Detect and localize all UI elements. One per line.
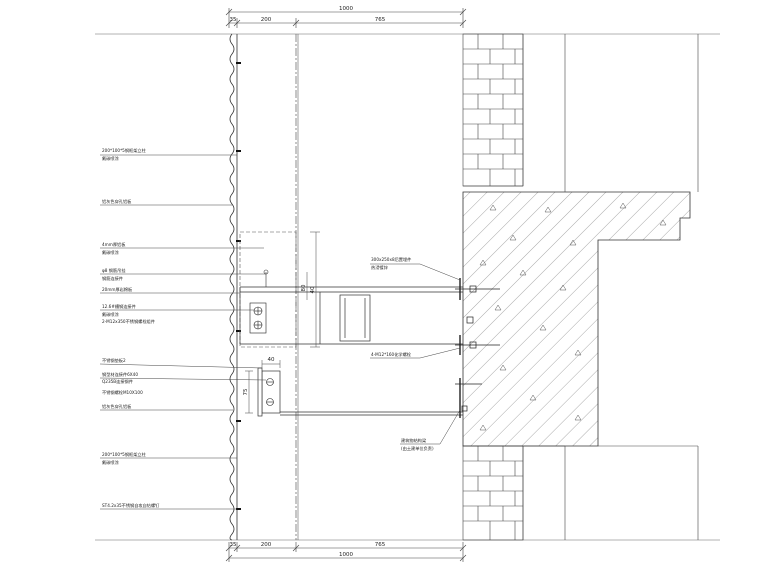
label-chemical-bolts: 4-M12*160化学螺栓: [371, 351, 412, 358]
label-channel-bolts: 2-M12x350不锈钢螺栓组件: [102, 318, 155, 325]
bottom-dim-total: 1000: [339, 552, 353, 558]
perforated-panel: [229, 33, 235, 541]
top-dimension-chain: [225, 8, 467, 28]
bracket-dims: [245, 360, 281, 414]
label-screws: ST4.2x35不锈钢自攻自钻螺钉: [102, 502, 160, 509]
label-bracket-steel: Q235B连接钢件: [102, 378, 133, 385]
label-column-bottom: 200*100*5钢框架立柱: [102, 451, 147, 458]
top-dim-span: 765: [375, 17, 386, 23]
bracket-height: 75: [243, 388, 249, 395]
panel-screws: [236, 62, 241, 510]
label-embed-plate: 300x250x8后置埋件: [371, 256, 411, 263]
label-column-top-finish: 氟碳喷涂: [102, 155, 120, 162]
top-dim-total: 1000: [339, 6, 353, 12]
label-column-bottom-finish: 氟碳喷涂: [102, 459, 120, 466]
left-leaders: [99, 154, 267, 510]
concrete-aggregate: [479, 202, 667, 431]
label-structure-note: (由土建单位负责): [401, 445, 434, 452]
aluminium-panel-outline: [239, 231, 297, 348]
label-bracket: 钢型材连接件6X40: [102, 371, 138, 378]
top-dim-frame: 200: [261, 17, 272, 23]
embed-plate-lower: [455, 378, 482, 418]
label-hanger-connector: 钢筋连接件: [102, 275, 123, 282]
beam-bolts: [249, 302, 267, 334]
label-perforated-upper: 铝灰色穿孔铝板: [102, 198, 132, 205]
lower-bracket: [257, 367, 463, 417]
guide-lines: [95, 33, 720, 541]
bottom-dim-wall: 35: [230, 542, 237, 548]
bottom-dim-span: 765: [375, 542, 386, 548]
label-hanger: φ8 钢筋吊挂: [102, 267, 126, 274]
bottom-dimension-chain: [225, 542, 467, 562]
right-leaders: [370, 263, 461, 445]
top-dim-wall: 35: [230, 17, 237, 23]
concrete-beam: [462, 191, 691, 447]
left-labels: 200*100*5钢框架立柱 氟碳喷涂 铝灰色穿孔铝板 4mm厚铝板 氟碳喷涂 …: [102, 147, 160, 509]
background-outline: [463, 34, 699, 540]
label-channel-finish: 氟碳喷涂: [102, 311, 120, 318]
beam-height-a: 80: [301, 284, 307, 291]
label-shim: 不锈钢垫板2: [102, 357, 126, 364]
bracket-width: 40: [268, 357, 275, 363]
steel-beam: [239, 286, 463, 345]
brick-wall-lower: [462, 445, 524, 541]
brick-wall-upper: [462, 33, 524, 187]
beam-height-b: 40: [310, 286, 316, 293]
right-labels: 300x250x8后置埋件 热浸镀锌 4-M12*160化学螺栓 建筑物结构梁 …: [371, 256, 434, 452]
label-perforated-lower: 铝灰色穿孔铝板: [102, 403, 132, 410]
label-aluminium-panel: 4mm厚铝板: [102, 241, 126, 248]
label-bracket-bolts: 不锈钢螺栓M10X100: [102, 389, 143, 396]
beam-height-dims: [306, 231, 320, 348]
bottom-dim-frame: 200: [261, 542, 272, 548]
bracket-bolts: [266, 378, 274, 406]
label-channel: 12.6#槽钢连接件: [102, 303, 136, 310]
label-aluminium-finish: 氟碳喷涂: [102, 249, 120, 256]
label-embed-finish: 热浸镀锌: [371, 264, 389, 271]
embed-plate-upper: [455, 278, 500, 355]
label-column-top: 200*100*5钢框架立柱: [102, 147, 147, 154]
label-rockwool: 20mm厚岩棉板: [102, 286, 133, 293]
label-structure-beam: 建筑物结构梁: [401, 437, 427, 444]
